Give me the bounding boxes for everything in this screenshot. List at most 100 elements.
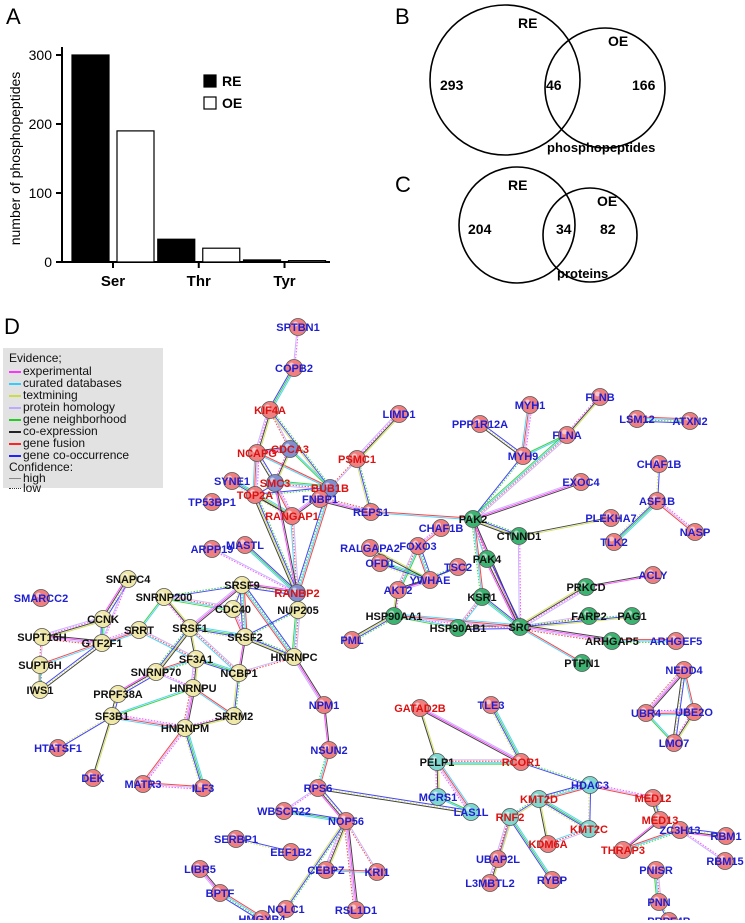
node-highlight bbox=[36, 592, 41, 598]
node-label: MCRS1 bbox=[419, 792, 458, 804]
network-edge bbox=[488, 557, 523, 627]
network-edge bbox=[255, 494, 299, 593]
network-edge bbox=[253, 495, 297, 594]
network-edge bbox=[473, 516, 520, 535]
node-highlight bbox=[654, 458, 659, 464]
node-highlight bbox=[433, 791, 438, 797]
venn-circle-re bbox=[458, 166, 576, 284]
node-label: SNRNP70 bbox=[131, 667, 182, 679]
evidence-color-line bbox=[9, 419, 21, 421]
network-edge bbox=[438, 760, 474, 812]
node-highlight bbox=[669, 737, 674, 743]
network-edge bbox=[346, 820, 379, 872]
node-highlight bbox=[685, 415, 690, 421]
network-edge bbox=[520, 625, 583, 663]
venn-c-left-count: 204 bbox=[468, 221, 492, 237]
node-label: RNF2 bbox=[496, 812, 525, 824]
node-highlight bbox=[240, 631, 245, 637]
network-edge bbox=[418, 708, 437, 763]
network-edge bbox=[245, 610, 299, 639]
network-edge bbox=[520, 616, 590, 629]
node-label: SUPT6H bbox=[18, 660, 61, 672]
node-highlight bbox=[627, 610, 632, 616]
node-highlight bbox=[394, 408, 399, 414]
node-highlight bbox=[293, 321, 298, 327]
node-label: CCNK bbox=[87, 614, 119, 626]
network-edge bbox=[484, 559, 519, 629]
network-edge bbox=[537, 800, 589, 832]
network-edge bbox=[153, 626, 189, 672]
network-edge bbox=[284, 819, 346, 909]
node-label: SMC3 bbox=[260, 478, 291, 490]
node-highlight bbox=[321, 864, 326, 870]
network-edge bbox=[211, 549, 297, 595]
venn-c-label-re: RE bbox=[508, 177, 527, 193]
bar-re-thr bbox=[157, 238, 196, 263]
node-label: SPTBN1 bbox=[276, 322, 319, 334]
network-edge bbox=[327, 821, 349, 871]
network-edge bbox=[142, 727, 186, 785]
network-edge bbox=[519, 615, 633, 628]
network-edge bbox=[519, 518, 612, 538]
node-highlight bbox=[279, 805, 284, 811]
network-edge bbox=[420, 707, 439, 762]
network-edge bbox=[680, 829, 726, 861]
node-label: WBSCR22 bbox=[257, 806, 311, 818]
node-label: KDM6A bbox=[528, 839, 567, 851]
node-label: NEDD4 bbox=[665, 665, 703, 677]
node-label: NSUN2 bbox=[310, 745, 347, 757]
node-highlight bbox=[482, 553, 487, 559]
evidence-label: gene fusion bbox=[23, 436, 86, 450]
network-edge bbox=[138, 630, 196, 661]
network-edge bbox=[520, 587, 587, 629]
node-highlight bbox=[648, 792, 653, 798]
network-edge bbox=[472, 480, 581, 519]
network-edge bbox=[164, 594, 234, 608]
bar-re-ser bbox=[71, 54, 110, 263]
node-label: KMT2D bbox=[520, 794, 558, 806]
node-label: MATR3 bbox=[124, 779, 161, 791]
network-edge bbox=[319, 500, 371, 515]
node-highlight bbox=[286, 846, 291, 852]
network-edge bbox=[143, 728, 187, 786]
protein-network: SPTBN1COPB2KIF4ANCAPGCDCA3BUB1BSMC3TOP2A… bbox=[14, 318, 744, 920]
node-highlight bbox=[689, 706, 694, 712]
network-edge bbox=[112, 688, 194, 718]
network-edge bbox=[235, 839, 291, 854]
network-edge bbox=[291, 515, 298, 594]
node-label: BUB1B bbox=[311, 483, 349, 495]
network-edge bbox=[355, 412, 398, 458]
network-edge bbox=[275, 480, 331, 487]
network-edge bbox=[298, 488, 333, 594]
network-edge bbox=[472, 518, 483, 598]
network-edge bbox=[487, 816, 509, 883]
node-highlight bbox=[35, 659, 40, 665]
node-highlight bbox=[37, 631, 42, 637]
network-edge bbox=[589, 785, 653, 800]
network-edge bbox=[190, 625, 246, 636]
network-edge bbox=[657, 499, 697, 532]
network-edge bbox=[257, 451, 331, 488]
network-edge bbox=[519, 585, 586, 627]
network-edge bbox=[241, 585, 297, 595]
network-edge bbox=[489, 705, 521, 763]
node-label: SF3B1 bbox=[95, 711, 129, 723]
node-label: KSR1 bbox=[467, 592, 496, 604]
node-label: TOP2A bbox=[237, 490, 274, 502]
network-edge bbox=[637, 416, 691, 420]
node-highlight bbox=[453, 561, 458, 567]
network-edge bbox=[645, 669, 684, 713]
network-edge bbox=[236, 837, 292, 852]
network-edge bbox=[252, 495, 296, 595]
network-edge bbox=[111, 686, 193, 716]
node-label: SNRNP200 bbox=[136, 592, 193, 604]
node-label: KRI1 bbox=[364, 867, 389, 879]
network-edge bbox=[142, 783, 204, 789]
node-highlight bbox=[281, 903, 286, 909]
node-label: RPS6 bbox=[304, 783, 333, 795]
node-highlight bbox=[595, 391, 600, 397]
node-highlight bbox=[285, 443, 290, 449]
evidence-label: gene co-occurrence bbox=[23, 448, 130, 462]
venn-c-right-count: 82 bbox=[600, 221, 616, 237]
network-edge bbox=[188, 628, 239, 675]
